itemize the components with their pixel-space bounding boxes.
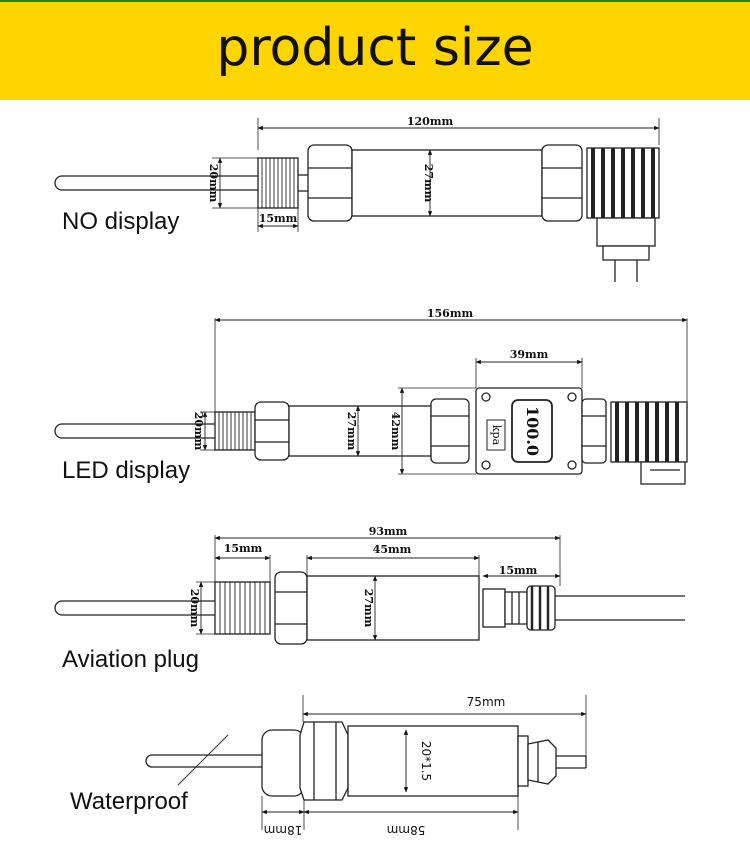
dim-body-length: 58mm xyxy=(387,823,426,837)
thread-section xyxy=(214,581,271,635)
dim-thread-diameter: 20mm xyxy=(188,589,201,628)
variant-label: NO display xyxy=(62,208,179,235)
dim-total: 75mm xyxy=(467,695,506,709)
hex-nut xyxy=(541,144,583,222)
display-unit: kpa xyxy=(490,425,503,446)
dim-body-diameter: 27mm xyxy=(345,412,358,451)
dim-thread-length: 15mm xyxy=(224,542,263,555)
dim-total: 93mm xyxy=(369,525,408,538)
dim-body-diameter: 27mm xyxy=(422,164,435,203)
aviation-plug xyxy=(482,588,506,628)
title-banner: product size xyxy=(0,0,750,100)
probe-rod xyxy=(54,423,215,439)
dim-total: 156mm xyxy=(427,307,474,320)
hex-nut xyxy=(254,401,290,461)
hex-nut xyxy=(299,721,349,801)
dim-plug-length: 15mm xyxy=(499,564,538,577)
sensor-body xyxy=(347,725,519,797)
dim-body-length: 45mm xyxy=(373,543,412,556)
dim-thread-length: 15mm xyxy=(259,212,298,225)
probe-rod xyxy=(54,600,215,616)
page-title: product size xyxy=(216,18,534,78)
dim-display-width: 39mm xyxy=(510,348,549,361)
variant-waterproof xyxy=(145,695,587,830)
dim-thread-spec: 20*1.5 xyxy=(419,741,433,781)
variant-aviation-plug xyxy=(54,535,685,645)
dim-hex-length: 18mm xyxy=(264,823,303,837)
dim-thread-diameter: 20mm xyxy=(192,412,205,451)
variant-label: Aviation plug xyxy=(62,646,199,673)
variant-label: Waterproof xyxy=(70,788,188,815)
variant-no-display xyxy=(54,118,660,282)
hex-nut xyxy=(274,571,308,645)
variant-label: LED display xyxy=(62,457,190,484)
sensor-body xyxy=(306,575,480,641)
cable-gland xyxy=(527,739,557,785)
dim-display-height: 42mm xyxy=(389,412,402,451)
variant-led-display xyxy=(54,317,688,485)
sensor-body xyxy=(288,405,432,457)
dimension-drawings: 120mm 20mm 15mm 27mm NO display xyxy=(54,115,688,837)
led-screen xyxy=(511,399,553,463)
dim-body-diameter: 27mm xyxy=(362,589,375,628)
hex-nut xyxy=(307,144,353,222)
sensor-body xyxy=(351,149,543,217)
probe-rod xyxy=(145,754,262,768)
dim-thread-diameter: 20mm xyxy=(207,164,220,203)
probe-rod xyxy=(54,175,258,191)
display-reading: 100.0 xyxy=(523,406,542,456)
thread-section xyxy=(261,729,305,797)
cable xyxy=(555,595,685,621)
dim-total: 120mm xyxy=(407,115,454,128)
